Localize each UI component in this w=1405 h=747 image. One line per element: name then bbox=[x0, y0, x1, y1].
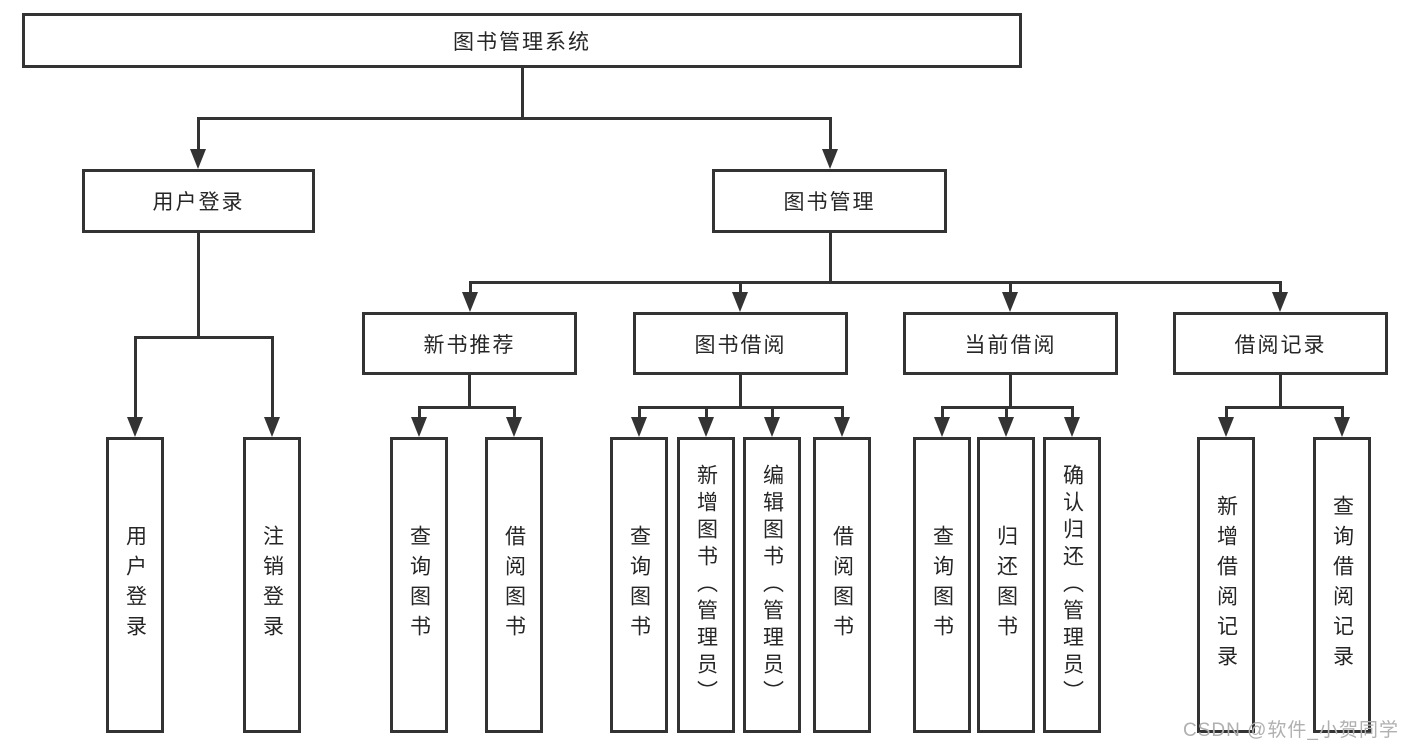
connector-book-management-drop bbox=[829, 233, 832, 283]
leaf-label: 借阅图书 bbox=[830, 525, 854, 645]
arrow-down-icon bbox=[1334, 417, 1350, 437]
arrow-down-icon bbox=[1272, 292, 1288, 312]
leaf-query-borrow-record: 查询借阅记录 bbox=[1313, 437, 1371, 733]
leaf-label: 编辑图书（管理员） bbox=[760, 463, 784, 707]
arrow-down-icon bbox=[822, 149, 838, 169]
leaf-label: 用户登录 bbox=[123, 525, 147, 645]
arrow-down-icon bbox=[190, 149, 206, 169]
leaf-label: 归还图书 bbox=[994, 525, 1018, 645]
arrow-down-icon bbox=[764, 417, 780, 437]
node-current-borrow: 当前借阅 bbox=[903, 312, 1118, 375]
connector-group-split bbox=[418, 406, 516, 409]
connector-stem-user-login bbox=[197, 117, 200, 153]
connector-section-drop bbox=[468, 375, 471, 409]
leaf-query-books: 查询图书 bbox=[390, 437, 448, 733]
connector-stem-leaf bbox=[941, 406, 944, 419]
arrow-down-icon bbox=[934, 417, 950, 437]
arrow-down-icon bbox=[698, 417, 714, 437]
connector-stem-leaf bbox=[1005, 406, 1008, 419]
connector-stem-leaf bbox=[134, 336, 137, 419]
connector-user-login-split bbox=[134, 336, 273, 339]
connector-user-login-drop bbox=[197, 233, 200, 339]
leaf-return-books: 归还图书 bbox=[977, 437, 1035, 733]
connector-stem-leaf bbox=[1071, 406, 1074, 419]
connector-stem-book-management bbox=[829, 117, 832, 153]
leaf-label: 确认归还（管理员） bbox=[1060, 463, 1084, 707]
leaf-add-books-admin: 新增图书（管理员） bbox=[677, 437, 735, 733]
connector-stem-leaf bbox=[771, 406, 774, 419]
connector-stem-leaf bbox=[513, 406, 516, 419]
connector-stem-leaf bbox=[1341, 406, 1344, 419]
arrow-down-icon bbox=[127, 417, 143, 437]
arrow-down-icon bbox=[1218, 417, 1234, 437]
leaf-label: 查询图书 bbox=[930, 525, 954, 645]
arrow-down-icon bbox=[834, 417, 850, 437]
connector-stem-leaf bbox=[841, 406, 844, 419]
connector-stem-leaf bbox=[1225, 406, 1228, 419]
node-root: 图书管理系统 bbox=[22, 13, 1022, 68]
arrow-down-icon bbox=[462, 292, 478, 312]
connector-stem-leaf bbox=[418, 406, 421, 419]
connector-stem-leaf bbox=[271, 336, 274, 419]
connector-stem-section bbox=[739, 281, 742, 295]
connector-stem-leaf bbox=[705, 406, 708, 419]
leaf-label: 借阅图书 bbox=[502, 525, 526, 645]
arrow-down-icon bbox=[411, 417, 427, 437]
leaf-label: 查询图书 bbox=[627, 525, 651, 645]
node-borrow-records: 借阅记录 bbox=[1173, 312, 1388, 375]
leaf-user-login: 用户登录 bbox=[106, 437, 164, 733]
arrow-down-icon bbox=[1064, 417, 1080, 437]
connector-stem-leaf bbox=[638, 406, 641, 419]
arrow-down-icon bbox=[264, 417, 280, 437]
node-user-login: 用户登录 bbox=[82, 169, 315, 233]
connector-level2-split bbox=[197, 117, 832, 120]
arrow-down-icon bbox=[1002, 292, 1018, 312]
leaf-confirm-return-admin: 确认归还（管理员） bbox=[1043, 437, 1101, 733]
arrow-down-icon bbox=[732, 292, 748, 312]
node-book-borrow: 图书借阅 bbox=[633, 312, 848, 375]
leaf-query-books: 查询图书 bbox=[610, 437, 668, 733]
csdn-watermark: CSDN @软件_小贺同学 bbox=[1183, 720, 1399, 741]
arrow-down-icon bbox=[631, 417, 647, 437]
connector-group-split bbox=[1225, 406, 1344, 409]
connector-section-drop bbox=[1009, 375, 1012, 409]
connector-level3-split bbox=[469, 281, 1282, 284]
connector-root-drop bbox=[521, 68, 524, 118]
connector-stem-section bbox=[1009, 281, 1012, 295]
leaf-label: 新增借阅记录 bbox=[1214, 495, 1238, 675]
arrow-down-icon bbox=[506, 417, 522, 437]
leaf-borrow-books: 借阅图书 bbox=[485, 437, 543, 733]
leaf-label: 查询图书 bbox=[407, 525, 431, 645]
connector-group-split bbox=[638, 406, 844, 409]
leaf-borrow-books: 借阅图书 bbox=[813, 437, 871, 733]
leaf-label: 新增图书（管理员） bbox=[694, 463, 718, 707]
leaf-label: 注销登录 bbox=[260, 525, 284, 645]
node-book-management: 图书管理 bbox=[712, 169, 947, 233]
leaf-logout: 注销登录 bbox=[243, 437, 301, 733]
leaf-edit-books-admin: 编辑图书（管理员） bbox=[743, 437, 801, 733]
leaf-add-borrow-record: 新增借阅记录 bbox=[1197, 437, 1255, 733]
arrow-down-icon bbox=[998, 417, 1014, 437]
connector-section-drop bbox=[1279, 375, 1282, 409]
leaf-query-books: 查询图书 bbox=[913, 437, 971, 733]
leaf-label: 查询借阅记录 bbox=[1330, 495, 1354, 675]
node-new-book-recommend: 新书推荐 bbox=[362, 312, 577, 375]
connector-stem-section bbox=[1279, 281, 1282, 295]
connector-stem-section bbox=[469, 281, 472, 295]
connector-section-drop bbox=[739, 375, 742, 409]
